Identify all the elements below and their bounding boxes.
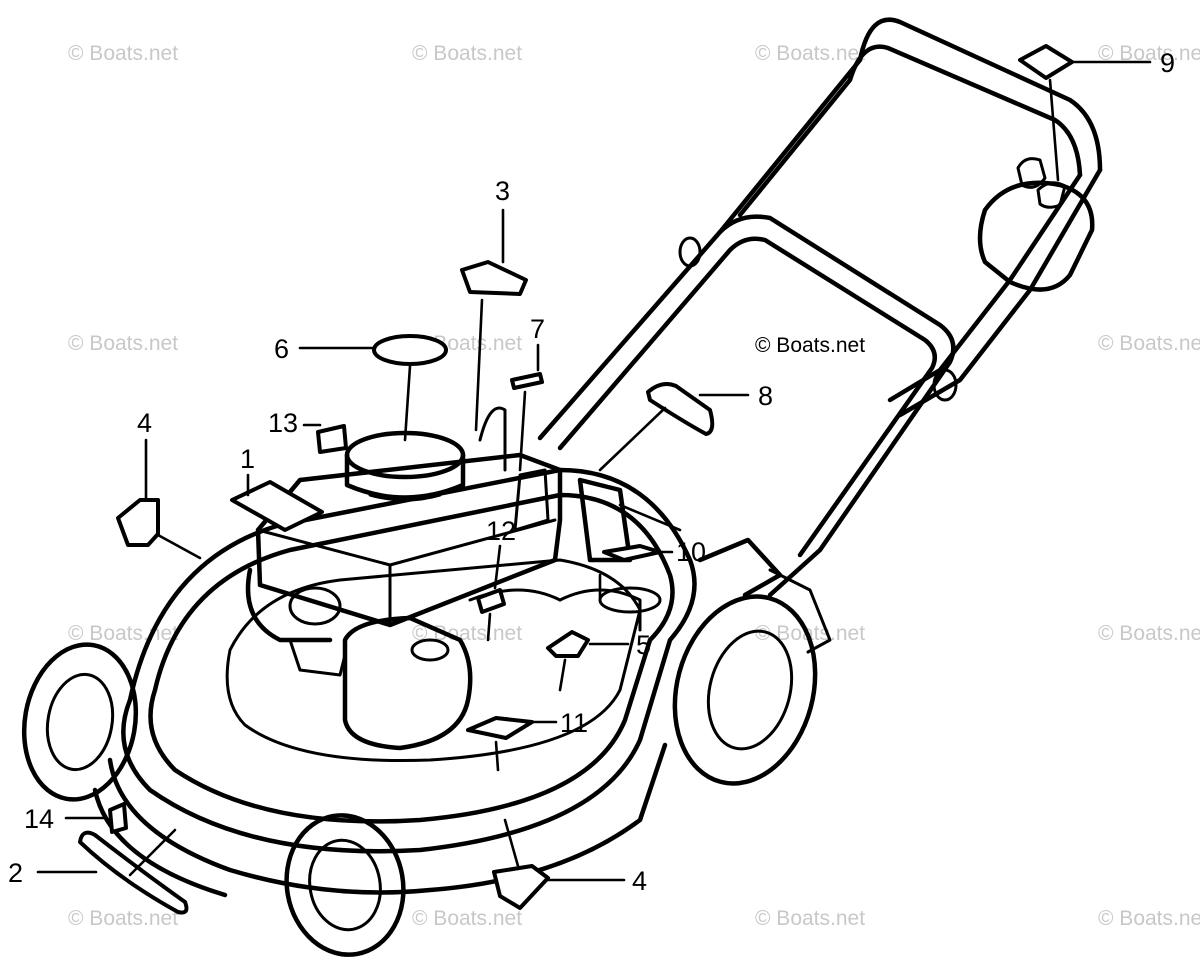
mower-deck — [92, 467, 697, 898]
decal-4b — [492, 864, 550, 910]
watermark-text: © Boats.net — [1098, 907, 1200, 930]
callout-4-right: 4 — [632, 866, 647, 896]
watermark-text: © Boats.net — [1098, 332, 1200, 355]
callout-5: 5 — [636, 630, 651, 660]
decal-5 — [546, 630, 590, 658]
decal-11 — [466, 716, 534, 740]
watermark-text: © Boats.net — [68, 622, 178, 645]
decal-4a — [116, 498, 160, 547]
callout-14: 14 — [24, 804, 54, 834]
decal-8 — [646, 382, 715, 436]
watermark-text: © Boats.net — [1098, 622, 1200, 645]
callout-12: 12 — [486, 516, 516, 546]
watermark-text: © Boats.net — [755, 42, 865, 65]
decal-9 — [1018, 44, 1074, 80]
decal-1 — [230, 480, 324, 532]
watermark-grid: © Boats.net © Boats.net © Boats.net © Bo… — [68, 42, 1200, 930]
watermark-text: © Boats.net — [68, 907, 178, 930]
watermark-text: © Boats.net — [412, 622, 522, 645]
callout-13: 13 — [268, 408, 298, 438]
front-wheel-right — [284, 813, 406, 957]
decal-7 — [510, 372, 544, 390]
watermark-text: © Boats.net — [755, 622, 865, 645]
rear-wheel-right — [672, 594, 818, 786]
callout-numbers: 1 2 3 4 4 5 6 7 8 9 10 11 12 13 14 — [8, 48, 1175, 896]
decals — [36, 44, 1152, 915]
callout-1: 1 — [240, 444, 255, 474]
callout-2: 2 — [8, 858, 23, 888]
callout-3: 3 — [495, 176, 510, 206]
watermark-text: © Boats.net — [1098, 42, 1200, 65]
watermark-center: © Boats.net — [755, 334, 865, 357]
watermark-text: © Boats.net — [68, 332, 178, 355]
watermark-text: © Boats.net — [68, 42, 178, 65]
decal-14 — [108, 802, 128, 834]
callout-8: 8 — [758, 381, 773, 411]
decal-13 — [316, 424, 348, 454]
decal-12 — [476, 588, 506, 614]
callout-11: 11 — [560, 708, 588, 738]
callout-7: 7 — [530, 314, 545, 344]
callout-6: 6 — [274, 334, 289, 364]
engine — [245, 406, 662, 751]
front-wheel-left — [21, 642, 139, 802]
decal-3 — [460, 260, 528, 296]
callout-9: 9 — [1160, 48, 1175, 78]
watermark-text: © Boats.net — [755, 907, 865, 930]
watermark-text: © Boats.net — [412, 907, 522, 930]
callout-4-left: 4 — [137, 408, 152, 438]
callout-10: 10 — [676, 537, 706, 567]
mower-handle — [537, 17, 1103, 654]
watermark-text: © Boats.net — [412, 42, 522, 65]
decal-6 — [372, 334, 448, 366]
